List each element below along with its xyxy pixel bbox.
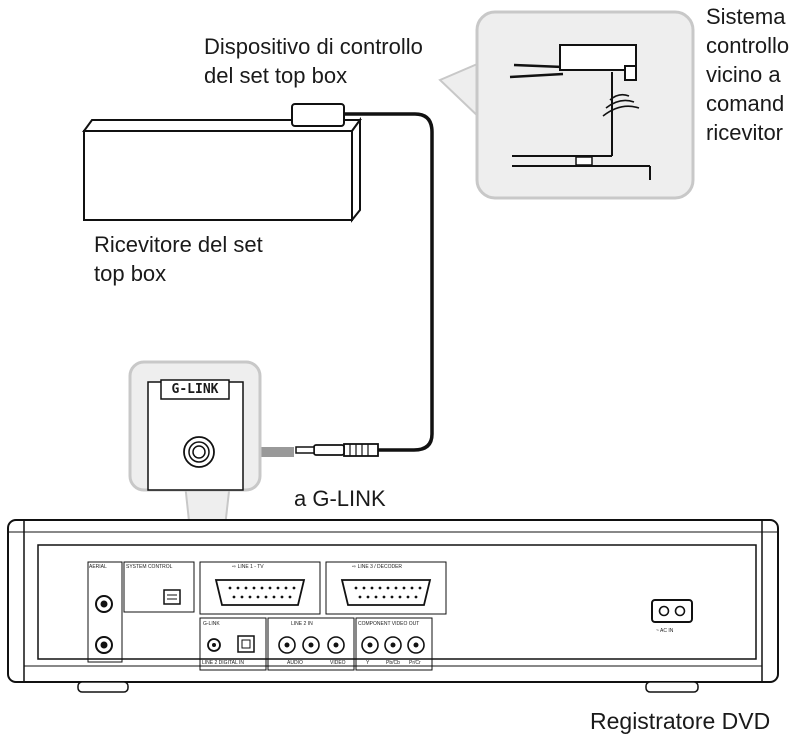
g-link-zoom-box xyxy=(128,360,262,492)
label-y: Y xyxy=(366,660,370,666)
stb-control-device xyxy=(291,103,345,127)
label-dvd-recorder: Registratore DVD xyxy=(590,708,771,734)
detail-callout xyxy=(438,10,695,200)
g-link-panel-label: G-LINK xyxy=(171,382,219,397)
label-system-control: SYSTEM CONTROL xyxy=(126,564,173,570)
label-line2-in: LINE 2 IN xyxy=(291,621,313,627)
label-stb-receiver: Ricevitore del set top box xyxy=(94,232,263,286)
label-aerial: AERIAL xyxy=(89,564,107,570)
label-side-note: Sistema controllo vicino a comand ricevi… xyxy=(706,4,790,145)
label-ac-in: ~ AC IN xyxy=(656,628,674,634)
label-component-video-out: COMPONENT VIDEO OUT xyxy=(358,621,419,627)
stb-receiver xyxy=(82,116,362,223)
g-link-plug xyxy=(295,443,379,457)
label-video: VIDEO xyxy=(330,660,346,666)
label-line3-decoder: ⇨ LINE 3 / DECODER xyxy=(352,564,402,570)
label-g-link-panel: G-LINK xyxy=(203,621,220,627)
label-audio: AUDIO xyxy=(287,660,303,666)
label-line1-tv: ⇨ LINE 1 - TV xyxy=(232,564,264,570)
label-pr-cr: Pr/Cr xyxy=(409,660,421,666)
label-line2-digital-in: LINE 2 DIGITAL IN xyxy=(202,660,244,666)
dvd-recorder: AERIAL SYSTEM CONTROL ⇨ LINE 1 - TV ⇨ LI… xyxy=(7,519,779,693)
label-pb-cb: Pb/Cb xyxy=(386,660,400,666)
control-cable xyxy=(344,112,434,452)
label-stb-controller: Dispositivo di controllo del set top box xyxy=(204,34,423,88)
label-to-glink: a G-LINK xyxy=(294,486,386,511)
